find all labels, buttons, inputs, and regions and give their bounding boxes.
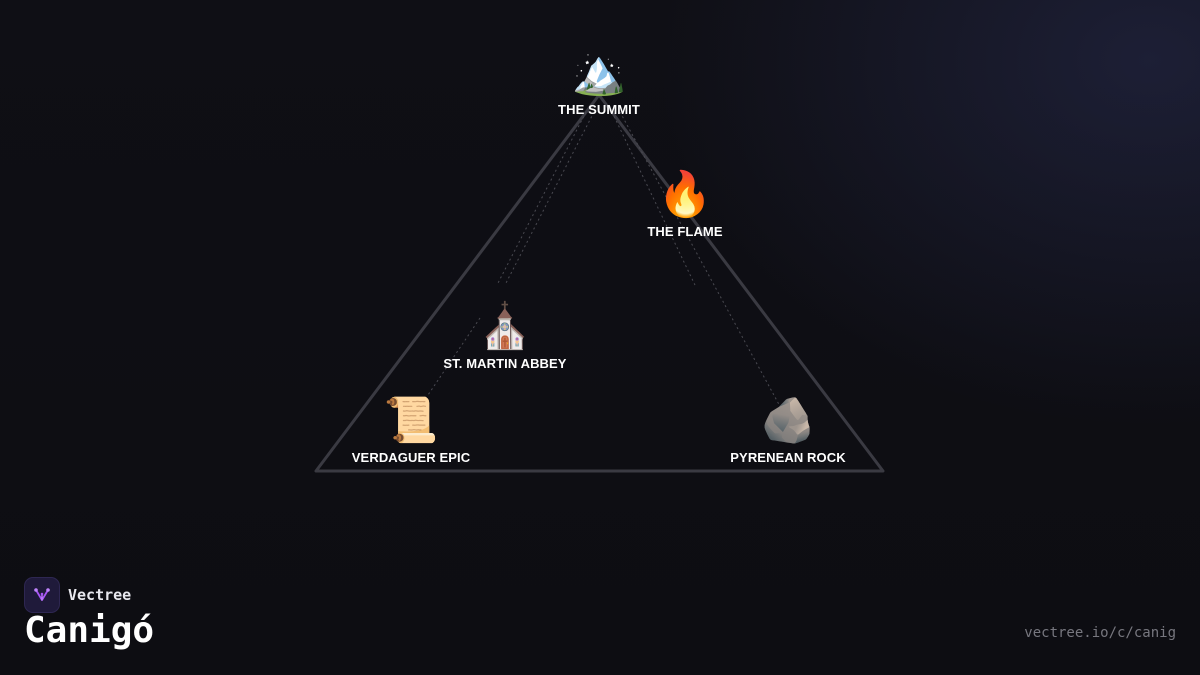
edge-flame-rock [619,111,783,411]
node-label: PYRENEAN ROCK [730,450,846,465]
vectree-logo-icon [24,577,60,613]
edge-summit-abbey-2 [496,111,587,286]
triangle-outline [314,93,885,473]
scroll-icon: 📜 [383,395,439,446]
edge-summit-flame [611,111,696,286]
page-url[interactable]: vectree.io/c/canig [1024,625,1176,641]
church-icon: ⛪ [477,301,533,352]
edge-summit-abbey [504,111,595,286]
page-title: Canigó [24,610,155,651]
brand-name: Vectree [68,586,132,604]
edge-abbey-epic [427,317,481,396]
node-rock[interactable]: 🪨 PYRENEAN ROCK [730,395,846,466]
node-summit[interactable]: 🏔️ THE SUMMIT [558,47,640,118]
node-abbey[interactable]: ⛪ ST. MARTIN ABBEY [443,301,567,372]
snow-capped-mountain-icon: 🏔️ [571,47,627,98]
brand[interactable]: Vectree [24,577,131,613]
node-epic[interactable]: 📜 VERDAGUER EPIC [351,395,471,466]
node-label: VERDAGUER EPIC [351,450,471,465]
node-label: THE FLAME [647,224,723,239]
rock-icon: 🪨 [760,395,816,446]
node-label: ST. MARTIN ABBEY [443,356,567,371]
node-label: THE SUMMIT [558,102,640,117]
fire-icon: 🔥 [657,169,713,220]
node-flame[interactable]: 🔥 THE FLAME [647,169,723,240]
